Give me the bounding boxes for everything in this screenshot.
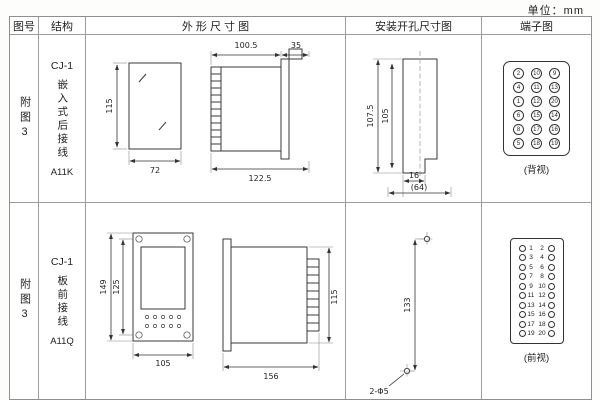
dim-label-100-5: 100.5: [234, 41, 257, 50]
a11k-side-view: 100.5 35 122.5: [210, 41, 309, 183]
row1-terminal-cell: 2 10 9 4 11 13 1 12 20 6 15 14 8 17: [482, 35, 591, 203]
terminal-pin: 11: [531, 82, 542, 93]
dim-label-122-5: 122.5: [248, 174, 271, 183]
terminal-block-rear: 2 10 9 4 11 13 1 12 20 6 15 14 8 17: [503, 61, 570, 156]
terminal-pin: 17: [531, 124, 542, 135]
a11k-front-view: 115 72: [105, 62, 181, 175]
unit-label: 单位：mm: [527, 5, 584, 17]
terminal-pin: 4: [513, 82, 524, 93]
dim-label-72: 72: [149, 166, 159, 175]
header-terminal: 端子图: [482, 17, 591, 35]
terminal-pin: 20: [549, 96, 560, 107]
a11q-front-view: 149 125 105: [99, 232, 193, 368]
header-outline-dims: 外 形 尺 寸 图: [86, 17, 346, 35]
header-fig-no: 图号: [10, 17, 39, 35]
row2-model: CJ-1: [50, 255, 74, 268]
terminal-pin: 18: [531, 138, 542, 149]
rear-view-label: (背视): [523, 165, 550, 176]
dim-label-115b: 115: [330, 289, 339, 304]
terminal-pin: 15: [531, 110, 542, 121]
row1-install-cell: 107.5 105 16 (64): [346, 35, 482, 203]
front-view-label: (前视): [523, 353, 550, 365]
terminal-pin: 12: [531, 96, 542, 107]
spec-table: 图号 结构 外 形 尺 寸 图 安装开孔尺寸图 端子图 附图3 CJ-1 嵌入式…: [9, 16, 592, 400]
dim-label-64: (64): [410, 183, 426, 192]
terminal-pin: 19: [549, 138, 560, 149]
a11q-side-view: 156 115: [222, 238, 339, 381]
terminal-pin: 1: [513, 96, 524, 107]
outline-drawing-a11q: 149 125 105: [99, 232, 339, 381]
terminal-pin: 9: [549, 68, 560, 79]
row2-install-cell: 133 2-Φ5: [346, 203, 482, 399]
dim-label-156: 156: [263, 372, 278, 381]
row1-structure-text: 嵌入式后接线: [56, 78, 69, 160]
install-drawing-a11q: 133 2-Φ5: [369, 232, 434, 396]
dim-label-105: 105: [381, 108, 390, 123]
dim-label-115: 115: [105, 98, 114, 113]
dim-label-35: 35: [290, 41, 300, 50]
row2-outline-cell: 149 125 105: [86, 203, 346, 399]
outline-drawing-a11k: 115 72 100.5: [105, 41, 309, 183]
dim-label-105b: 105: [155, 359, 170, 368]
row1-code: A11K: [50, 166, 74, 178]
terminal-pin: 10: [531, 68, 542, 79]
row2-fig-no-cell: 附图3: [10, 203, 39, 399]
dim-label-149: 149: [99, 279, 108, 294]
install-drawing-a11k: 107.5 105 16 (64): [366, 50, 451, 197]
row2-fig-no: 附图3: [18, 278, 31, 324]
row2-code: A11Q: [50, 335, 74, 347]
dim-label-16: 16: [408, 171, 418, 180]
terminal-pin: 6: [513, 110, 524, 121]
terminal-pin: 5: [513, 138, 524, 149]
terminal-pin: 16: [549, 124, 560, 135]
row1-outline-cell: 115 72 100.5: [86, 35, 346, 203]
dim-label-2-phi5: 2-Φ5: [369, 387, 388, 396]
row1-structure-cell: CJ-1 嵌入式后接线 A11K: [39, 35, 86, 203]
dim-label-107-5: 107.5: [366, 104, 375, 127]
dim-label-125: 125: [112, 279, 121, 294]
header-install-dims: 安装开孔尺寸图: [346, 17, 482, 35]
row2-structure-text: 板前接线: [56, 274, 69, 329]
terminal-pin: 14: [549, 110, 560, 121]
terminal-pin: 2: [513, 68, 524, 79]
row1-fig-no: 附图3: [18, 95, 31, 142]
header-structure: 结构: [39, 17, 86, 35]
terminal-pin: 13: [549, 82, 560, 93]
dim-label-133: 133: [403, 297, 412, 312]
row1-model: CJ-1: [50, 59, 74, 72]
row2-structure-cell: CJ-1 板前接线 A11Q: [39, 203, 86, 399]
row1-fig-no-cell: 附图3: [10, 35, 39, 203]
terminal-pin: 8: [513, 124, 524, 135]
